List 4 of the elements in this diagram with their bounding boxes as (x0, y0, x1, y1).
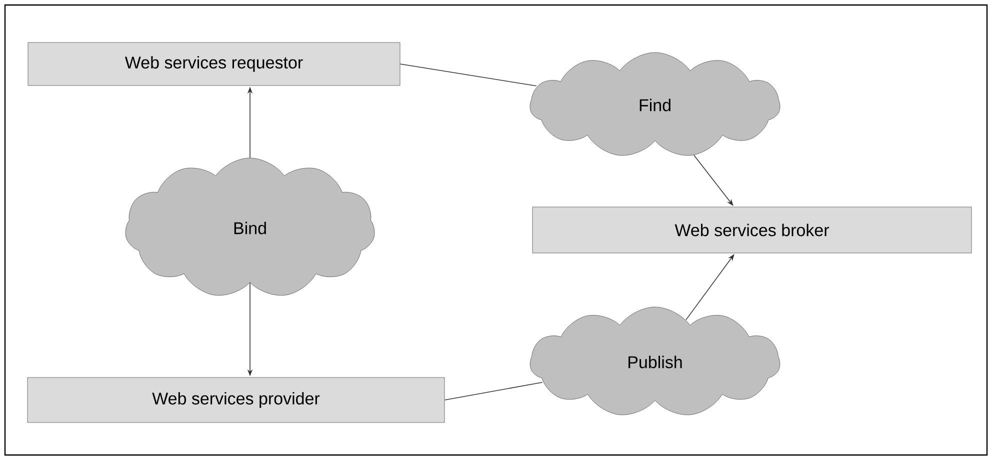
process-box: Web services requestor (28, 42, 400, 86)
process-box: Web services provider (27, 377, 445, 423)
arrow (694, 154, 734, 206)
process-box: Web services broker (532, 206, 972, 254)
